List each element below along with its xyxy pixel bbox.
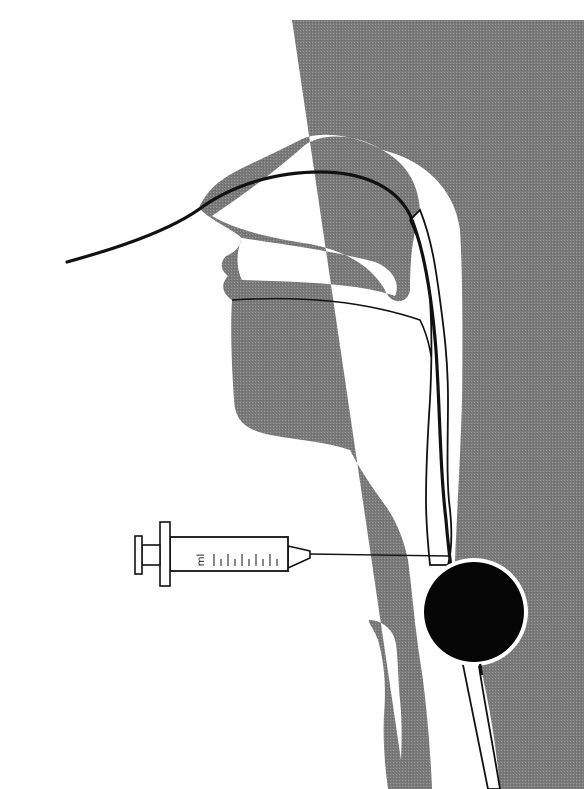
syringe-plunger-head	[135, 536, 142, 574]
syringe-flange-left	[160, 522, 170, 586]
syringe-unit-label: ml	[196, 554, 207, 567]
syringe-plunger-rod	[142, 545, 160, 565]
balloon	[422, 560, 526, 664]
syringe-hub	[288, 546, 310, 568]
head-tissue	[199, 20, 584, 789]
